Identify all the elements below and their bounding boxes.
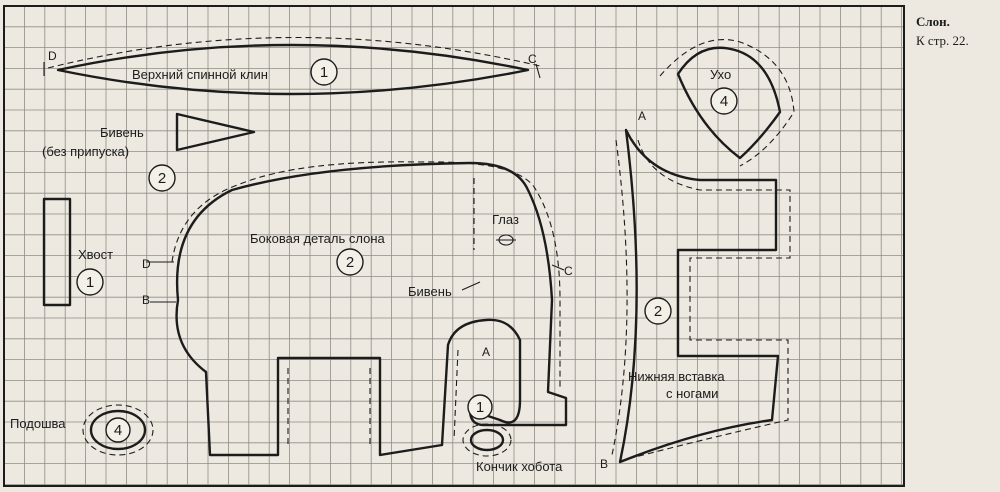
side-body-piece: D B Боковая деталь слона 2 Глаз Бивень C… — [142, 161, 573, 457]
lower-insert-piece: A B 2 Нижняя вставка с ногами — [600, 109, 791, 471]
sole-piece: 4 Подошва — [10, 404, 154, 456]
insert-count: 2 — [654, 303, 662, 320]
top-wedge-piece: D C Верхний спинной клин 1 — [43, 36, 541, 96]
sole-count-circle — [105, 417, 131, 443]
eye-label: Глаз — [492, 212, 519, 227]
tusk-count-circle — [148, 164, 176, 192]
sheet-border — [3, 5, 905, 487]
tail-count-circle — [76, 268, 104, 296]
ear-piece: Ухо 4 — [659, 38, 795, 167]
sole-count: 4 — [114, 422, 122, 439]
insert-label-line1: Нижняя вставка — [628, 369, 725, 384]
top-wedge-count: 1 — [320, 64, 328, 81]
trunk-tip-label: Кончик хобота — [476, 459, 563, 474]
insert-count-circle — [644, 297, 672, 325]
tusk-label-line2: (без припуска) — [42, 144, 129, 159]
insert-point-a: A — [638, 109, 646, 123]
trunk-tip-piece: 1 Кончик хобота — [462, 394, 563, 474]
figure-caption: Слон. К стр. 22. — [916, 12, 998, 50]
tusk-piece: Бивень (без припуска) 2 — [42, 112, 256, 192]
side-count: 2 — [346, 254, 354, 271]
side-point-c: C — [564, 264, 573, 278]
tail-label: Хвост — [78, 247, 113, 262]
trunk-tip-count: 1 — [476, 399, 484, 416]
tusk-mark-label: Бивень — [408, 284, 452, 299]
ear-label: Ухо — [710, 67, 731, 82]
side-count-circle — [336, 248, 364, 276]
top-wedge-count-circle — [310, 58, 338, 86]
caption-page-ref: К стр. 22. — [916, 33, 969, 48]
point-c-label: C — [528, 52, 537, 66]
side-point-a: A — [482, 345, 490, 359]
grid-lines — [3, 5, 904, 486]
sole-label: Подошва — [10, 416, 66, 431]
point-d-label: D — [48, 49, 57, 63]
tail-piece: Хвост 1 — [42, 197, 113, 307]
trunk-tip-count-circle — [467, 394, 493, 420]
insert-label-line2: с ногами — [666, 386, 718, 401]
ear-count-circle — [710, 87, 738, 115]
caption-title: Слон. — [916, 14, 950, 29]
tail-count: 1 — [86, 274, 94, 291]
side-point-b: B — [142, 293, 150, 307]
tusk-label-line1: Бивень — [100, 125, 144, 140]
insert-point-b: B — [600, 457, 608, 471]
ear-count: 4 — [720, 93, 728, 110]
side-point-d: D — [142, 257, 151, 271]
tusk-count: 2 — [158, 170, 166, 187]
side-label: Боковая деталь слона — [250, 231, 385, 246]
top-wedge-label: Верхний спинной клин — [132, 67, 268, 82]
